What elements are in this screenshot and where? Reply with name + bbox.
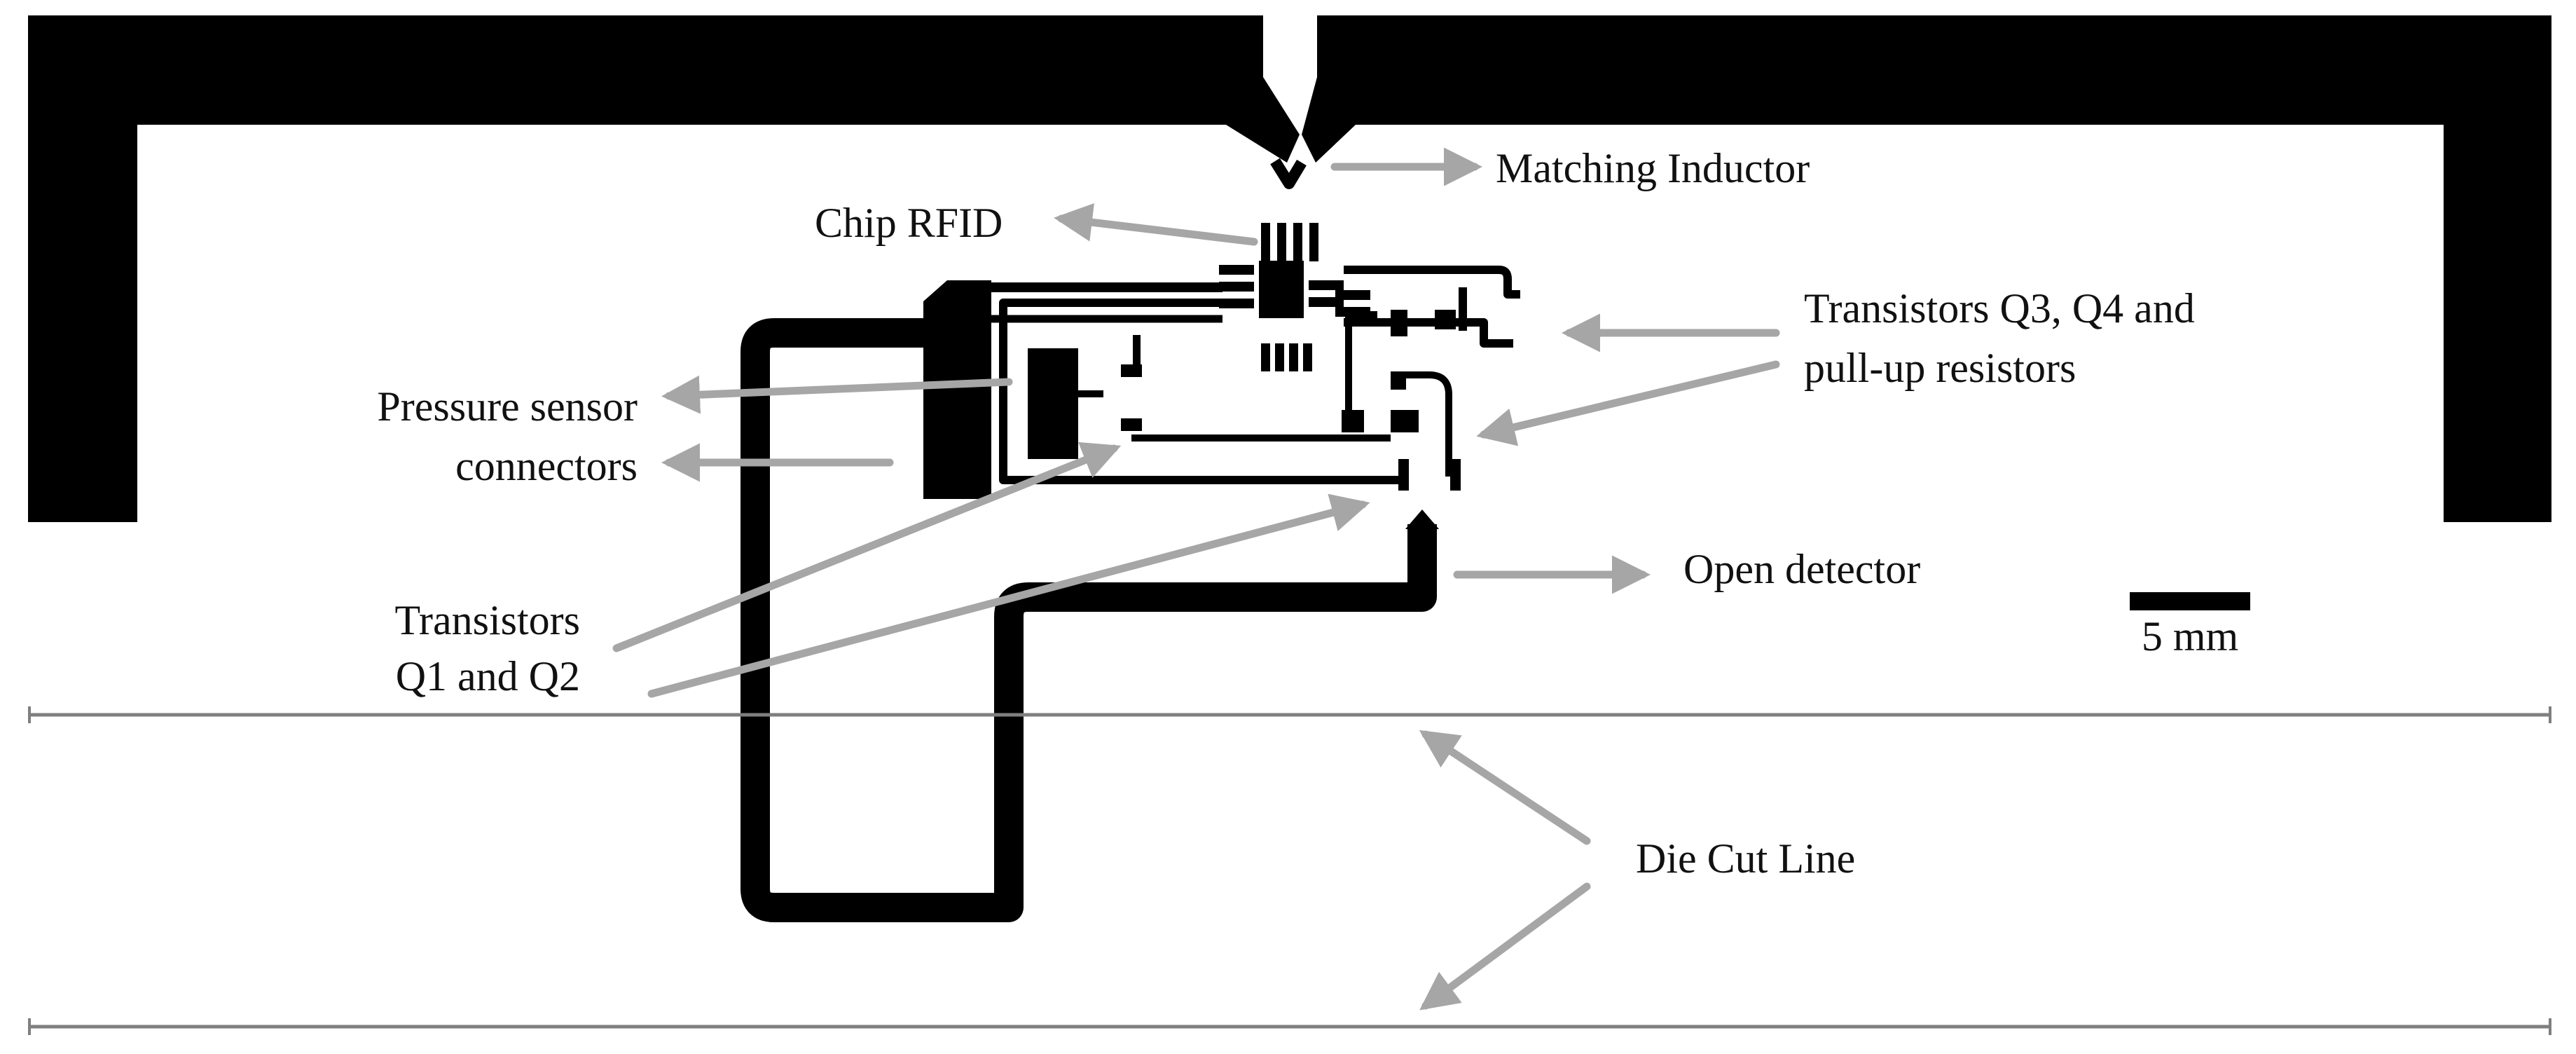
transistor-q1-q2-pads [1121, 335, 1461, 491]
open-detector-tip [1405, 509, 1439, 529]
arrow-q1 [612, 442, 1122, 652]
circuit-right-trace [1344, 318, 1513, 348]
label-pressure-sensor-line2: connectors [455, 443, 638, 489]
antenna-left-arm [28, 15, 1300, 522]
circuit-inner-trace [982, 315, 1222, 484]
antenna-right-arm [1302, 15, 2551, 522]
scale-bar [2130, 592, 2250, 610]
label-transistors-q3-q4-line2: pull-up resistors [1804, 345, 2076, 391]
label-die-cut-line: Die Cut Line [1636, 835, 1855, 882]
arrow-pull-up-resistors [1476, 360, 1780, 446]
rfid-chip-pins-top [1261, 223, 1318, 261]
matching-inductor [1270, 158, 1307, 189]
pressure-sensor-electrode [1028, 348, 1078, 459]
label-scale: 5 mm [2142, 613, 2238, 659]
label-transistors-q3-q4-line1: Transistors Q3, Q4 and [1804, 285, 2195, 331]
arrow-chip-rfid [1054, 203, 1258, 246]
transistor-q3-q4-pads [1342, 287, 1467, 432]
label-open-detector: Open detector [1683, 546, 1920, 592]
label-matching-inductor: Matching Inductor [1496, 145, 1810, 191]
arrow-q2 [647, 493, 1370, 698]
circuit-curve-trace [1391, 371, 1452, 477]
label-transistors-q1-q2-line2: Q1 and Q2 [396, 653, 580, 699]
label-pressure-sensor-line1: Pressure sensor [377, 383, 638, 430]
arrow-die-cut-top [1419, 730, 1591, 845]
circuit-top-right-trace [1344, 266, 1520, 299]
label-chip-rfid: Chip RFID [815, 200, 1003, 246]
label-transistors-q1-q2-line1: Transistors [394, 597, 580, 643]
pressure-connector-pad [923, 280, 991, 499]
sensor-loop-trace [741, 318, 1437, 922]
rfid-chip-pins-bottom [1261, 343, 1312, 371]
rfid-chip-pins-left [1219, 265, 1254, 308]
circuit-outer-trace [999, 299, 1401, 484]
arrow-pressure-sensor [661, 375, 1013, 414]
arrow-die-cut-bottom [1419, 882, 1591, 1011]
rfid-chip [1259, 261, 1304, 318]
